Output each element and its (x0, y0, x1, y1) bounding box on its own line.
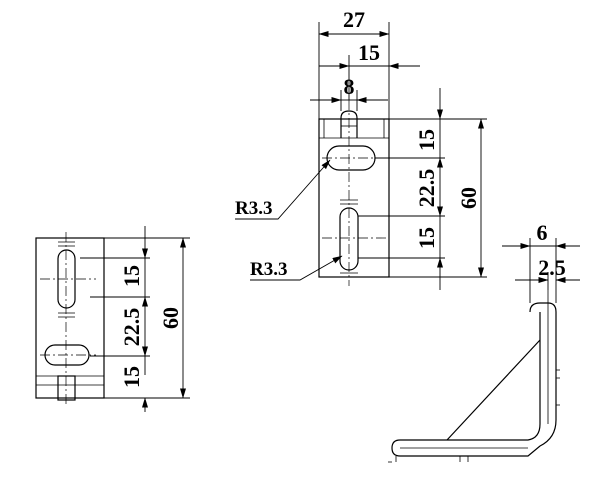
left-dim-15-bottom: 15 (119, 366, 144, 388)
left-dim-15-top: 15 (119, 265, 144, 287)
right-dim-8: 8 (344, 74, 355, 99)
radius-leader-upper (235, 159, 331, 220)
radius-label-upper: R3.3 (235, 198, 272, 219)
side-dim-2-5: 2.5 (538, 255, 566, 280)
right-dim-22-5: 22.5 (414, 169, 439, 208)
left-bolt-stem (57, 375, 76, 401)
side-dim-6: 6 (537, 220, 548, 245)
side-view: 6 2.5 (388, 220, 580, 463)
bracket-gusset (446, 339, 541, 441)
left-front-view: 15 22.5 15 60 (35, 226, 190, 412)
right-dim-60: 60 (456, 187, 481, 209)
right-plate-outline (318, 118, 390, 278)
radius-label-lower: R3.3 (250, 259, 287, 280)
right-dim-15-bottom: 15 (414, 227, 439, 249)
bracket-profile (391, 302, 557, 457)
left-dim-22-5: 22.5 (119, 308, 144, 347)
left-plate-outline (35, 237, 105, 399)
left-dim-60: 60 (158, 307, 183, 329)
right-dim-15-top: 15 (414, 129, 439, 151)
right-front-view: 27 15 8 15 22.5 15 60 R3.3 R3.3 (235, 7, 487, 290)
right-dim-15-horizontal: 15 (358, 40, 380, 65)
radius-leader-lower (250, 255, 343, 281)
right-bolt-head (340, 110, 358, 138)
right-dim-27: 27 (343, 7, 365, 32)
